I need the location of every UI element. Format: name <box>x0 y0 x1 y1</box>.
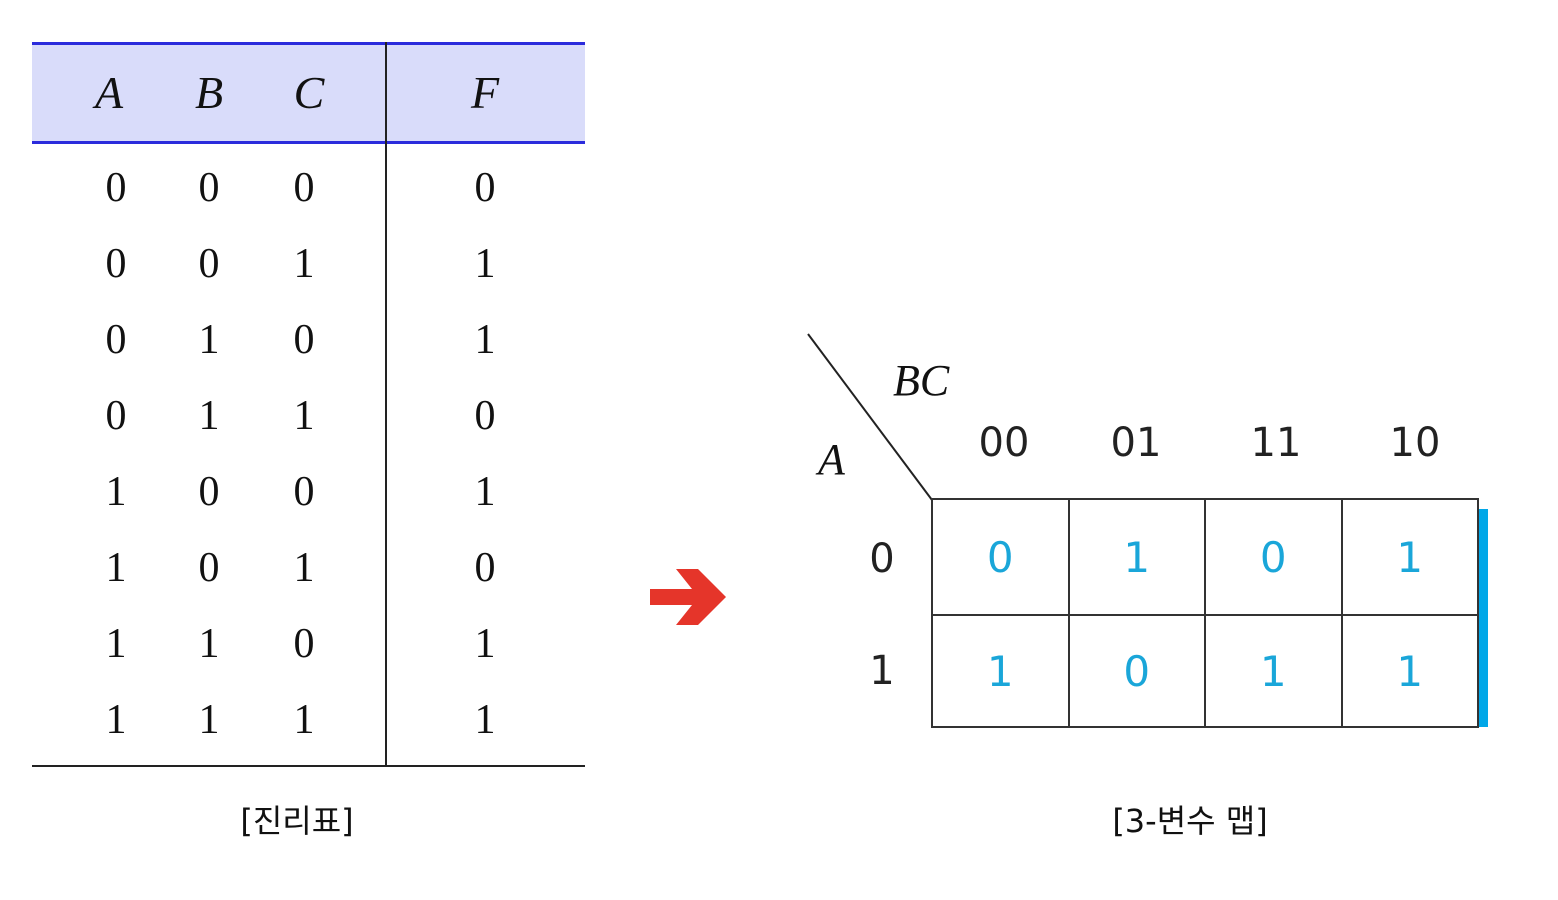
kmap-row: 0 1 0 1 <box>931 498 1479 616</box>
truth-table-cell: 0 <box>105 393 127 439</box>
kmap-caption: [3-변수 맵] <box>1112 802 1268 840</box>
truth-table-cell: 0 <box>105 317 127 363</box>
kmap-row-label-0: 0 <box>869 536 895 582</box>
right-arrow-icon <box>650 569 726 625</box>
truth-table-cell: 0 <box>105 241 127 287</box>
kmap-row-variable: A <box>818 435 845 484</box>
truth-table-cell: 1 <box>474 697 496 743</box>
truth-table-row: 1 1 1 1 <box>32 682 585 758</box>
kmap-row-label-1: 1 <box>869 648 895 694</box>
truth-table-cell: 1 <box>105 697 127 743</box>
kmap-cell: 1 <box>1340 614 1479 728</box>
truth-table-cell: 1 <box>293 545 315 591</box>
kmap-grid: 0 1 0 1 1 0 1 1 <box>931 498 1479 728</box>
kmap-cell: 0 <box>931 498 1070 616</box>
header-c: C <box>293 67 325 118</box>
truth-table-cell: 1 <box>474 621 496 667</box>
kmap-cell: 1 <box>931 614 1070 728</box>
truth-table-row: 0 0 0 0 <box>32 150 585 226</box>
truth-table-header: A B C F <box>32 42 585 144</box>
kmap-col-label-3: 10 <box>1389 420 1441 466</box>
kmap-cell: 1 <box>1204 614 1343 728</box>
truth-table-cell: 0 <box>293 621 315 667</box>
truth-table: A B C F 0 0 0 0 0 0 1 1 0 1 0 1 0 1 1 0 1 0 0 1 1 0 1 0 1 1 0 1 1 1 1 1 <box>32 42 585 768</box>
truth-table-body: 0 0 0 0 0 0 1 1 0 1 0 1 0 1 1 0 1 0 0 1 1 0 1 0 1 1 0 1 1 1 1 1 <box>32 150 585 758</box>
truth-table-cell: 1 <box>105 545 127 591</box>
truth-table-divider <box>385 42 387 766</box>
truth-table-cell: 1 <box>198 317 220 363</box>
truth-table-cell: 1 <box>105 621 127 667</box>
truth-table-cell: 1 <box>105 469 127 515</box>
truth-table-row: 0 1 1 0 <box>32 378 585 454</box>
truth-table-row: 1 0 1 0 <box>32 530 585 606</box>
truth-table-cell: 1 <box>474 317 496 363</box>
truth-table-cell: 0 <box>293 165 315 211</box>
kmap-col-label-1: 01 <box>1110 420 1162 466</box>
truth-table-cell: 1 <box>293 393 315 439</box>
truth-table-bottom-rule <box>32 765 585 767</box>
truth-table-cell: 0 <box>198 165 220 211</box>
truth-table-cell: 1 <box>293 241 315 287</box>
kmap-cell: 1 <box>1067 498 1206 616</box>
kmap-diagonal-line <box>807 333 933 501</box>
kmap-col-label-0: 00 <box>978 420 1030 466</box>
truth-table-cell: 0 <box>293 317 315 363</box>
kmap-col-label-2: 11 <box>1250 420 1302 466</box>
kmap-column-variable: BC <box>893 356 950 405</box>
truth-table-cell: 0 <box>198 241 220 287</box>
truth-table-row: 1 0 0 1 <box>32 454 585 530</box>
truth-table-cell: 0 <box>198 469 220 515</box>
kmap-cell: 1 <box>1340 498 1479 616</box>
kmap-cell: 0 <box>1204 498 1343 616</box>
truth-table-cell: 0 <box>105 165 127 211</box>
kmap-row: 1 0 1 1 <box>931 614 1479 728</box>
truth-table-row: 1 1 0 1 <box>32 606 585 682</box>
header-f: F <box>470 67 500 118</box>
header-b: B <box>194 67 224 118</box>
truth-table-cell: 1 <box>293 697 315 743</box>
truth-table-cell: 1 <box>198 697 220 743</box>
truth-table-cell: 1 <box>198 393 220 439</box>
truth-table-row: 0 1 0 1 <box>32 302 585 378</box>
kmap-cell: 0 <box>1067 614 1206 728</box>
truth-table-row: 0 0 1 1 <box>32 226 585 302</box>
header-a: A <box>94 67 124 118</box>
truth-table-cell: 0 <box>474 545 496 591</box>
truth-table-cell: 1 <box>474 469 496 515</box>
truth-table-cell: 1 <box>198 621 220 667</box>
truth-table-caption: [진리표] <box>240 802 354 840</box>
truth-table-cell: 0 <box>198 545 220 591</box>
truth-table-cell: 0 <box>293 469 315 515</box>
truth-table-cell: 1 <box>474 241 496 287</box>
truth-table-cell: 0 <box>474 393 496 439</box>
truth-table-cell: 0 <box>474 165 496 211</box>
kmap-accent-bar <box>1479 509 1488 727</box>
